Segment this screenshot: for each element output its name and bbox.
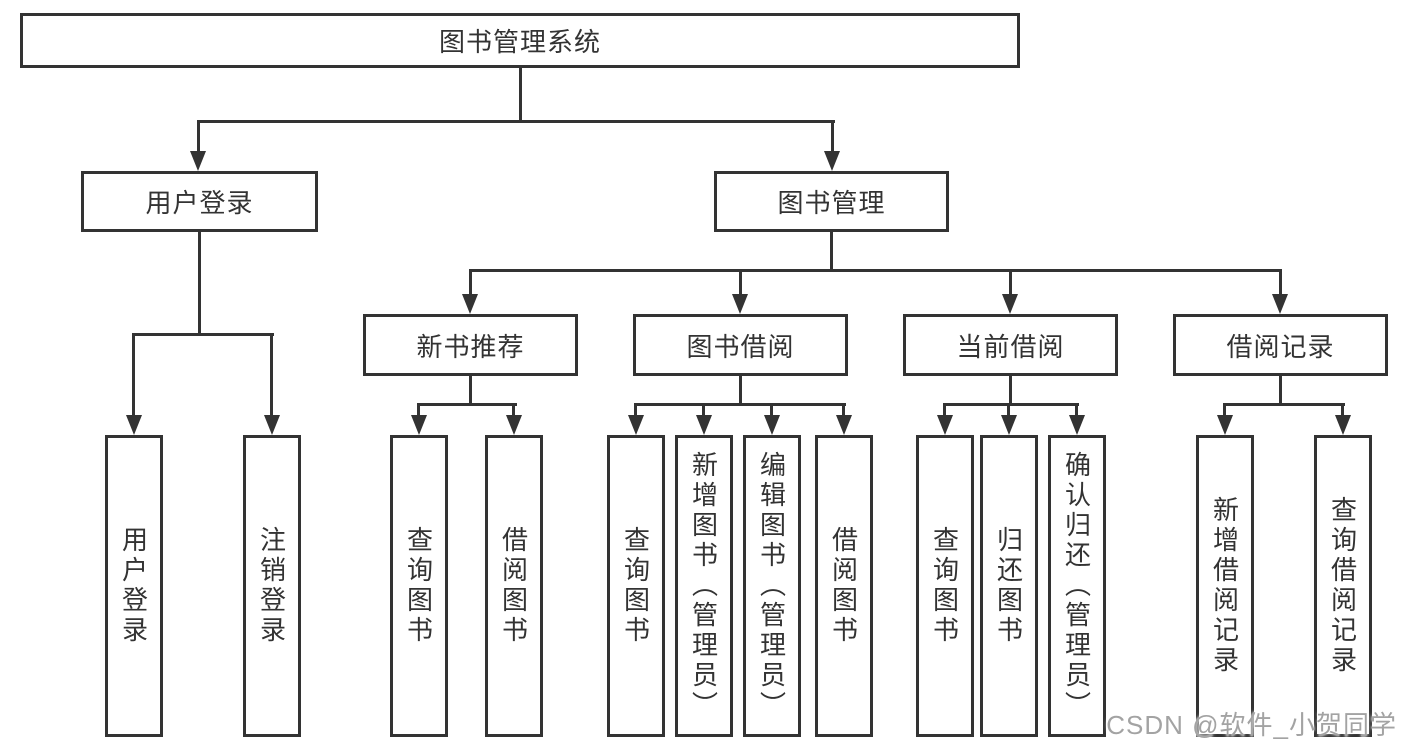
arrowhead <box>190 151 206 171</box>
connector-current-drop-2 <box>1007 403 1010 417</box>
arrowhead <box>732 294 748 314</box>
node-new-book-recommend: 新书推荐 <box>363 314 578 376</box>
arrowhead <box>1217 415 1233 435</box>
arrowhead <box>1001 415 1017 435</box>
leaf-query-books-2: 查询图书 <box>607 435 665 737</box>
leaf-query-books-3: 查询图书 <box>916 435 974 737</box>
connector-newbook-bar <box>417 403 517 406</box>
connector-borrow-drop-3 <box>770 403 773 417</box>
connector-borrow-stem <box>739 375 742 406</box>
connector-records-bar <box>1223 403 1345 406</box>
node-book-management: 图书管理 <box>714 171 949 232</box>
arrowhead <box>411 415 427 435</box>
leaf-return-books: 归还图书 <box>980 435 1038 737</box>
arrowhead <box>264 415 280 435</box>
connector-userlogin-drop-2 <box>270 333 273 417</box>
connector-root-drop-right <box>831 120 834 152</box>
leaf-add-borrow-record: 新增借阅记录 <box>1196 435 1254 737</box>
connector-level3-drop-3 <box>1009 269 1012 296</box>
arrowhead <box>764 415 780 435</box>
connector-borrow-bar <box>634 403 846 406</box>
arrowhead <box>1002 294 1018 314</box>
connector-records-drop-2 <box>1341 403 1344 417</box>
leaf-borrow-books-1: 借阅图书 <box>485 435 543 737</box>
connector-borrow-drop-1 <box>634 403 637 417</box>
connector-level3-drop-2 <box>739 269 742 296</box>
leaf-edit-books-admin: 编辑图书（管理员） <box>743 435 801 737</box>
leaf-query-borrow-record: 查询借阅记录 <box>1314 435 1372 737</box>
connector-root-drop-left <box>197 120 200 152</box>
leaf-user-login: 用户登录 <box>105 435 163 737</box>
connector-userlogin-bar <box>132 333 274 336</box>
connector-current-drop-3 <box>1075 403 1078 417</box>
node-current-borrow: 当前借阅 <box>903 314 1118 376</box>
connector-level3-drop-1 <box>469 269 472 296</box>
node-book-borrow: 图书借阅 <box>633 314 848 376</box>
arrowhead <box>462 294 478 314</box>
connector-root-bar <box>197 120 835 123</box>
connector-root-stem <box>519 67 522 122</box>
arrowhead <box>696 415 712 435</box>
node-user-login: 用户登录 <box>81 171 318 232</box>
leaf-logout: 注销登录 <box>243 435 301 737</box>
node-borrow-records: 借阅记录 <box>1173 314 1388 376</box>
leaf-add-books-admin: 新增图书（管理员） <box>675 435 733 737</box>
connector-current-drop-1 <box>943 403 946 417</box>
arrowhead <box>824 151 840 171</box>
connector-level3-drop-4 <box>1279 269 1282 296</box>
connector-userlogin-drop-1 <box>132 333 135 417</box>
arrowhead <box>836 415 852 435</box>
csdn-watermark: CSDN @软件_小贺同学 <box>1106 710 1397 740</box>
connector-userlogin-stem <box>198 231 201 336</box>
arrowhead <box>1335 415 1351 435</box>
connector-borrow-drop-2 <box>702 403 705 417</box>
leaf-borrow-books-2: 借阅图书 <box>815 435 873 737</box>
leaf-query-books-1: 查询图书 <box>390 435 448 737</box>
node-root: 图书管理系统 <box>20 13 1020 68</box>
arrowhead <box>506 415 522 435</box>
arrowhead <box>937 415 953 435</box>
connector-current-stem <box>1009 375 1012 406</box>
connector-borrow-drop-4 <box>842 403 845 417</box>
connector-newbook-drop-2 <box>512 403 515 417</box>
connector-level3-bar <box>469 269 1282 272</box>
connector-current-bar <box>943 403 1079 406</box>
connector-newbook-drop-1 <box>417 403 420 417</box>
connector-records-stem <box>1279 375 1282 406</box>
arrowhead <box>1272 294 1288 314</box>
arrowhead <box>1069 415 1085 435</box>
connector-newbook-stem <box>469 375 472 406</box>
arrowhead <box>126 415 142 435</box>
leaf-confirm-return-admin: 确认归还（管理员） <box>1048 435 1106 737</box>
connector-bookmgmt-stem <box>830 231 833 272</box>
arrowhead <box>628 415 644 435</box>
connector-records-drop-1 <box>1223 403 1226 417</box>
